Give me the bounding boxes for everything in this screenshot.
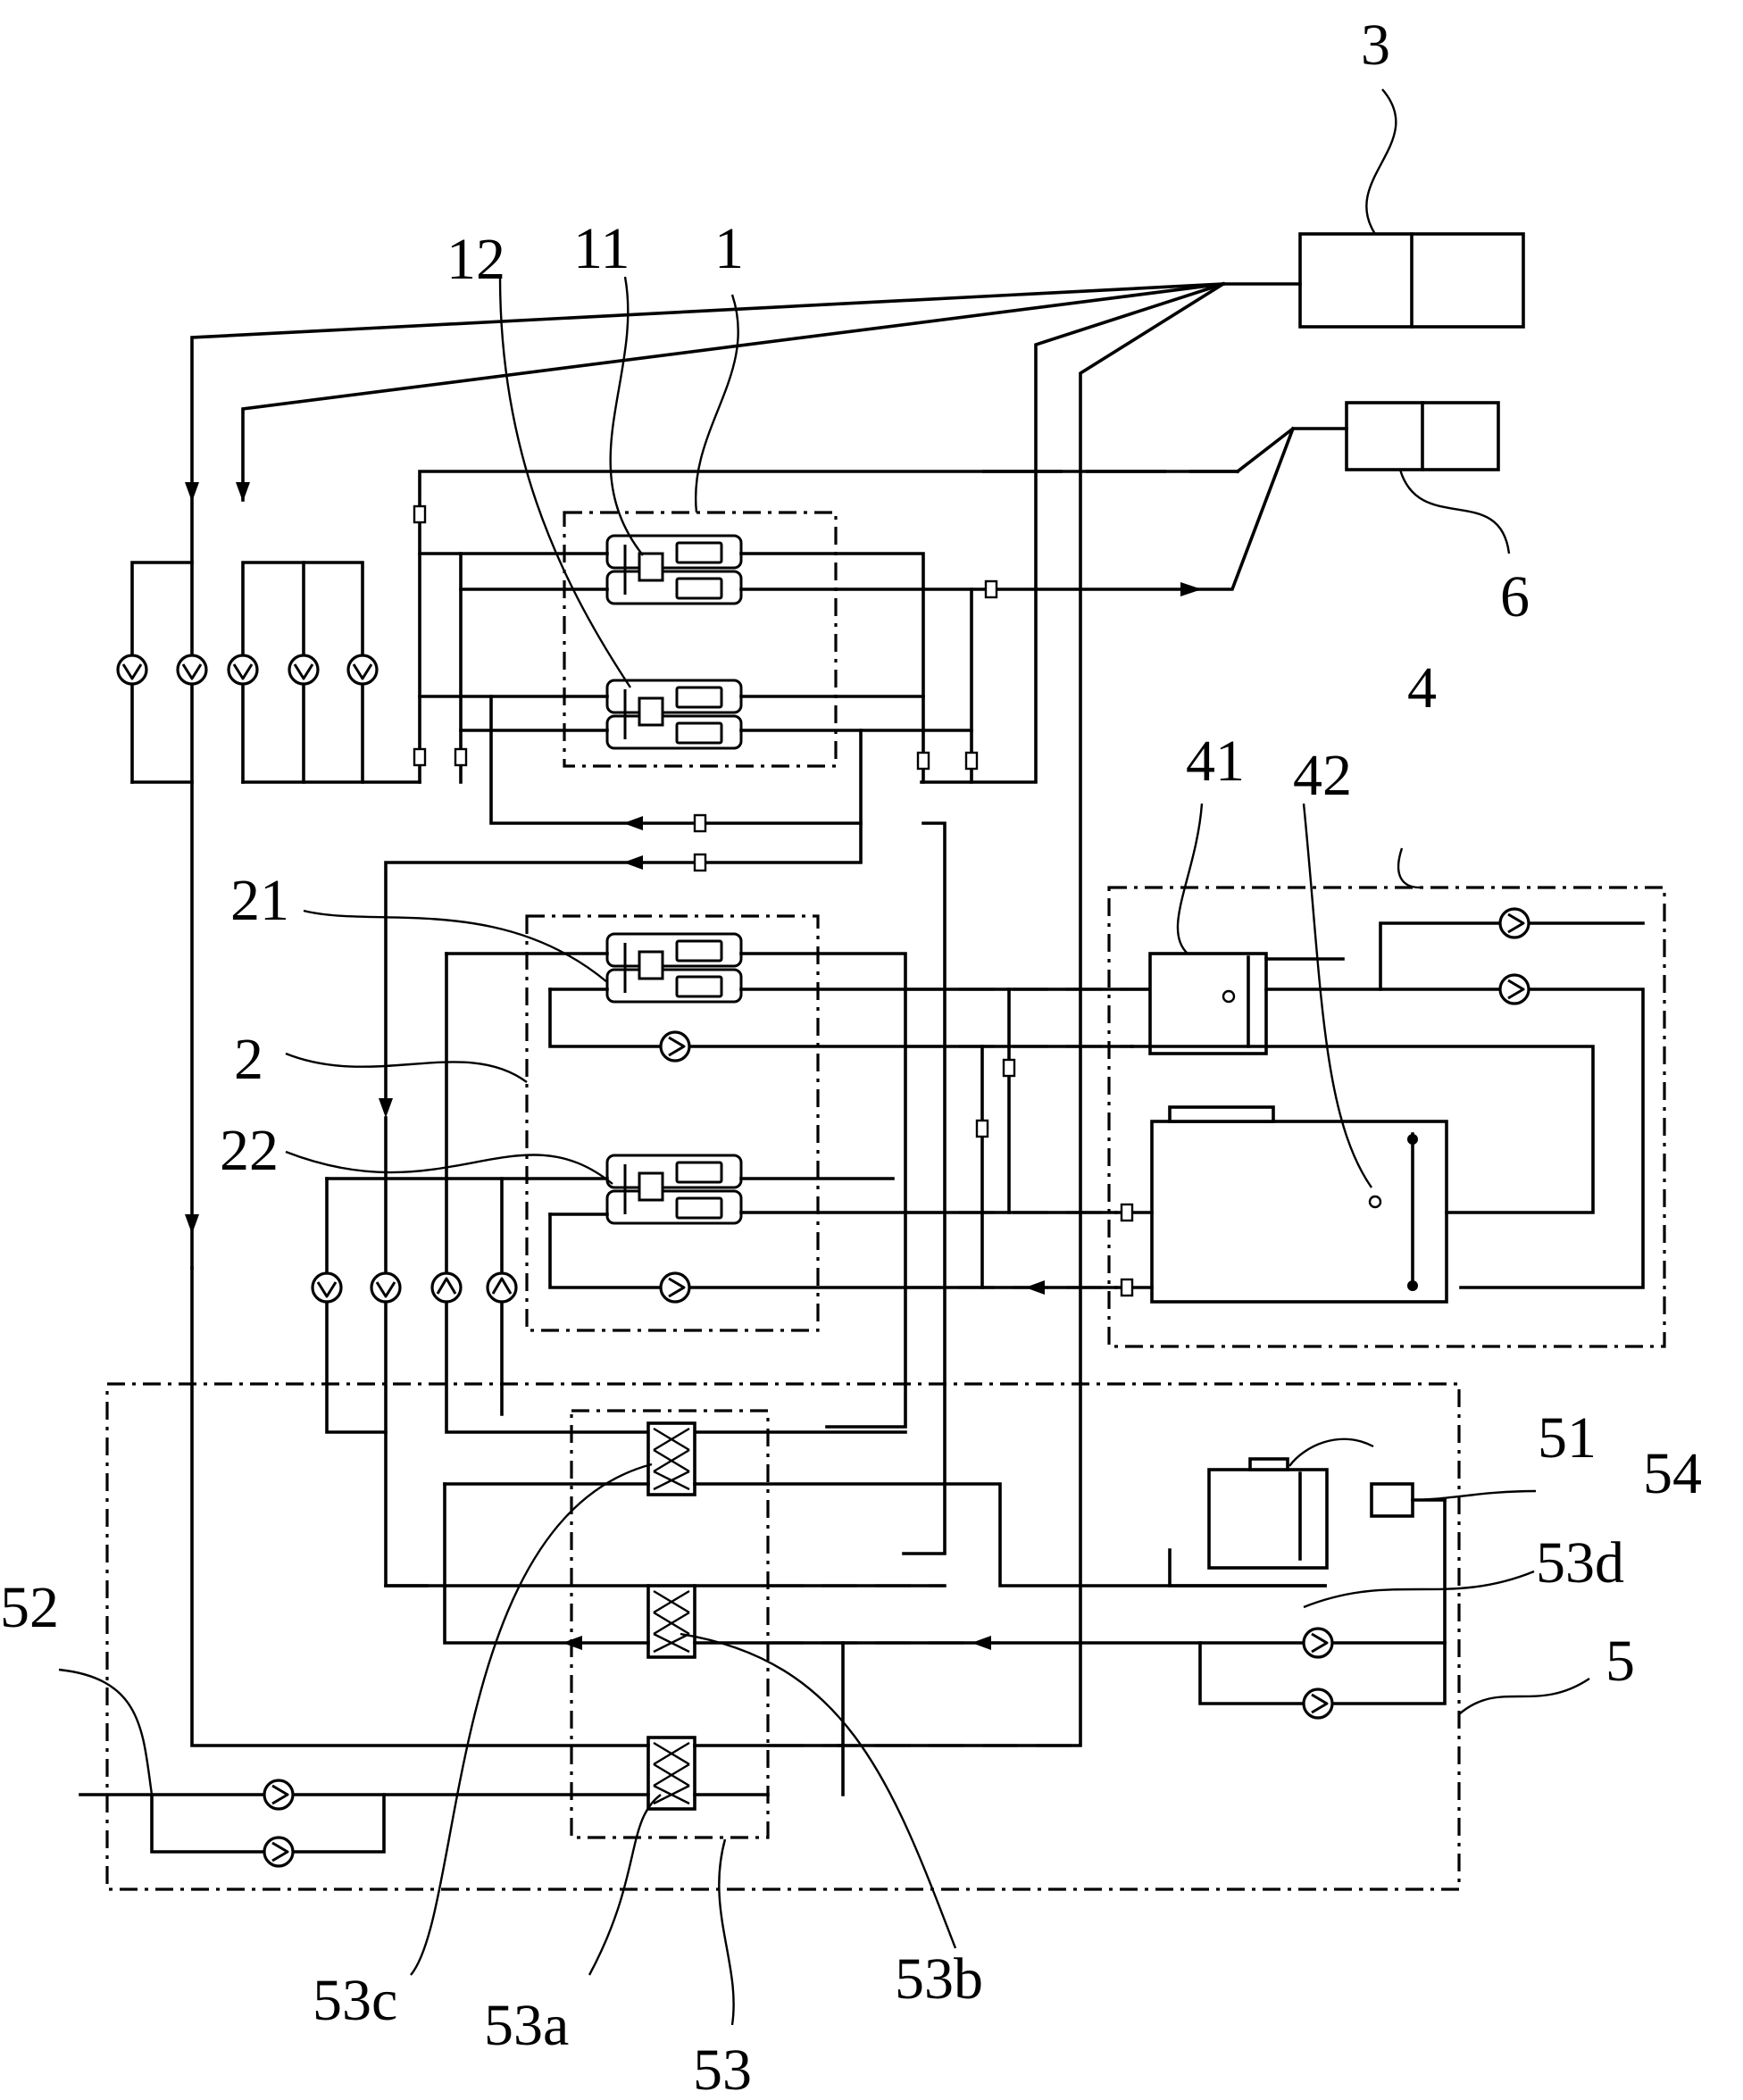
controller-6 xyxy=(1345,401,1500,471)
storage-unit-4 xyxy=(1107,886,1666,1348)
storage-piping xyxy=(1114,907,1645,1297)
chiller-group-1 xyxy=(563,511,838,768)
label-12: 12 xyxy=(446,227,505,292)
label-22: 22 xyxy=(220,1118,279,1183)
label-1: 1 xyxy=(714,216,744,281)
cooling-tower-51 xyxy=(1207,1457,1414,1570)
label-53a: 53a xyxy=(484,1993,569,2058)
label-53b: 53b xyxy=(895,1946,983,2012)
label-54: 54 xyxy=(1643,1441,1702,1506)
signal-lines-controller-3 xyxy=(190,281,1302,1747)
section5-pumps xyxy=(150,1627,1447,1868)
group1-return-lines xyxy=(185,695,947,1555)
leader-lines xyxy=(58,88,1590,2026)
controller-3 xyxy=(1298,232,1525,329)
reference-labels: 3 12 11 1 6 4 41 42 21 2 22 51 54 53d 5 … xyxy=(0,12,1702,2100)
label-51: 51 xyxy=(1538,1405,1597,1471)
group2-piping xyxy=(445,952,1163,1429)
section5-piping xyxy=(79,1266,1447,1796)
label-41: 41 xyxy=(1186,729,1245,794)
chiller-group-2 xyxy=(525,914,820,1332)
heat-exchanger-group-53 xyxy=(570,1409,770,1839)
label-3: 3 xyxy=(1361,12,1390,78)
group1-piping xyxy=(413,470,1239,784)
label-11: 11 xyxy=(573,216,630,281)
label-4: 4 xyxy=(1407,655,1437,721)
signal-lines-controller-6 xyxy=(1180,426,1348,596)
label-52: 52 xyxy=(0,1575,59,1640)
label-5: 5 xyxy=(1605,1629,1635,1694)
label-2: 2 xyxy=(234,1027,263,1092)
label-42: 42 xyxy=(1293,743,1352,808)
label-53d: 53d xyxy=(1536,1530,1624,1596)
label-53c: 53c xyxy=(313,1968,397,2033)
label-53: 53 xyxy=(693,2038,752,2100)
signal-arrows-left xyxy=(185,482,250,502)
label-21: 21 xyxy=(230,868,289,933)
label-6: 6 xyxy=(1500,564,1530,629)
primary-pump-bank xyxy=(116,561,421,784)
